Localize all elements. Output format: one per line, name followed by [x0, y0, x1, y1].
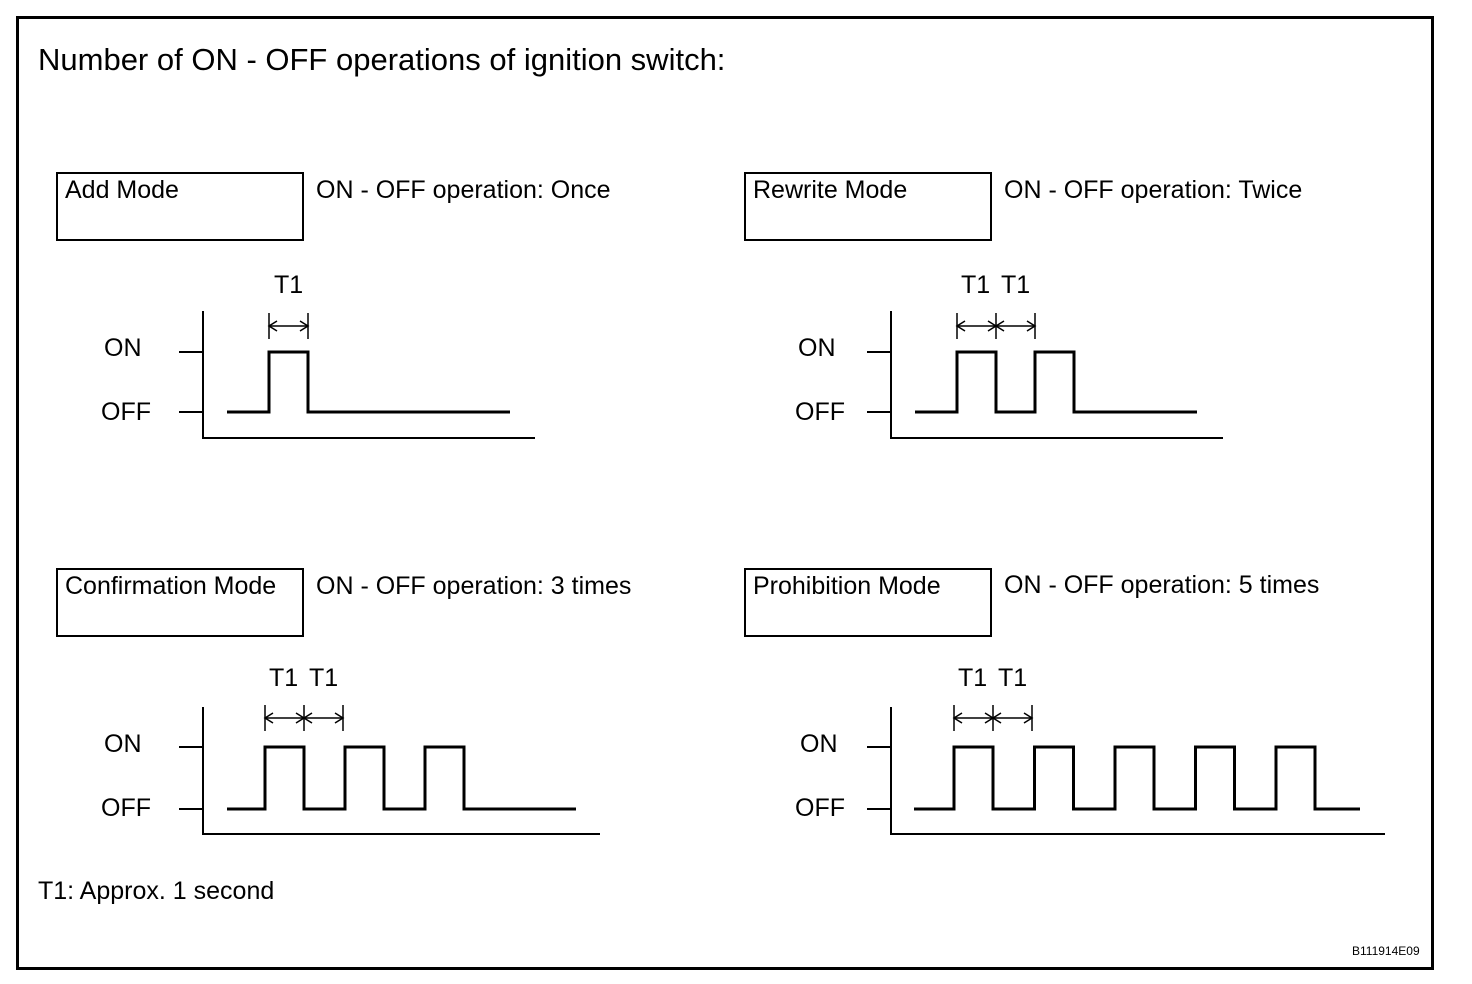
ignition-waveform: [914, 745, 1360, 811]
t1-arrowhead: [263, 712, 274, 724]
chart-axis: [890, 707, 1385, 835]
off-level-label: OFF: [795, 794, 845, 822]
mode-label: Prohibition Mode: [753, 572, 941, 600]
t1-label: T1: [309, 664, 339, 692]
figure-frame: [16, 16, 1434, 970]
off-level-label: OFF: [795, 398, 845, 426]
chart-axis: [890, 311, 1223, 439]
ignition-waveform: [227, 350, 510, 414]
t1-label: T1: [961, 271, 991, 299]
t1-arrowhead: [1023, 712, 1034, 724]
t1-arrowhead: [991, 712, 1002, 724]
mode-label: Rewrite Mode: [753, 176, 908, 204]
t1-label: T1: [269, 664, 299, 692]
t1-arrowhead: [299, 320, 310, 332]
t1-arrowhead: [334, 712, 345, 724]
operation-text-prohibition: ON - OFF operation: 5 times: [1004, 571, 1320, 599]
on-level-label: ON: [104, 334, 142, 362]
ignition-waveform: [227, 745, 576, 811]
chart-axis: [202, 707, 600, 835]
mode-box-rewrite: Rewrite Mode: [744, 172, 992, 241]
mode-box-add: Add Mode: [56, 172, 304, 241]
mode-label: Confirmation Mode: [65, 572, 277, 600]
operation-text-rewrite: ON - OFF operation: Twice: [1004, 176, 1303, 204]
t1-arrowhead: [955, 320, 966, 332]
on-level-label: ON: [104, 730, 142, 758]
t1-arrowhead: [994, 320, 1005, 332]
t1-arrowhead: [302, 712, 313, 724]
t1-label: T1: [998, 664, 1028, 692]
t1-arrowhead: [952, 712, 963, 724]
figure-code: B111914E09: [1352, 944, 1420, 958]
t1-label: T1: [1001, 271, 1031, 299]
t1-label: T1: [274, 271, 304, 299]
off-level-label: OFF: [101, 794, 151, 822]
t1-arrowhead: [1026, 320, 1037, 332]
operation-text-confirmation: ON - OFF operation: 3 times: [316, 572, 632, 600]
on-level-label: ON: [800, 730, 838, 758]
mode-box-confirmation: Confirmation Mode: [56, 568, 304, 637]
page-title: Number of ON - OFF operations of ignitio…: [38, 42, 726, 77]
off-level-label: OFF: [101, 398, 151, 426]
ignition-waveform: [915, 350, 1197, 414]
t1-arrowhead: [267, 320, 278, 332]
chart-axis: [202, 311, 535, 439]
operation-text-add: ON - OFF operation: Once: [316, 176, 611, 204]
t1-note: T1: Approx. 1 second: [38, 877, 275, 905]
t1-label: T1: [958, 664, 988, 692]
mode-box-prohibition: Prohibition Mode: [744, 568, 992, 637]
mode-label: Add Mode: [65, 176, 179, 204]
on-level-label: ON: [798, 334, 836, 362]
